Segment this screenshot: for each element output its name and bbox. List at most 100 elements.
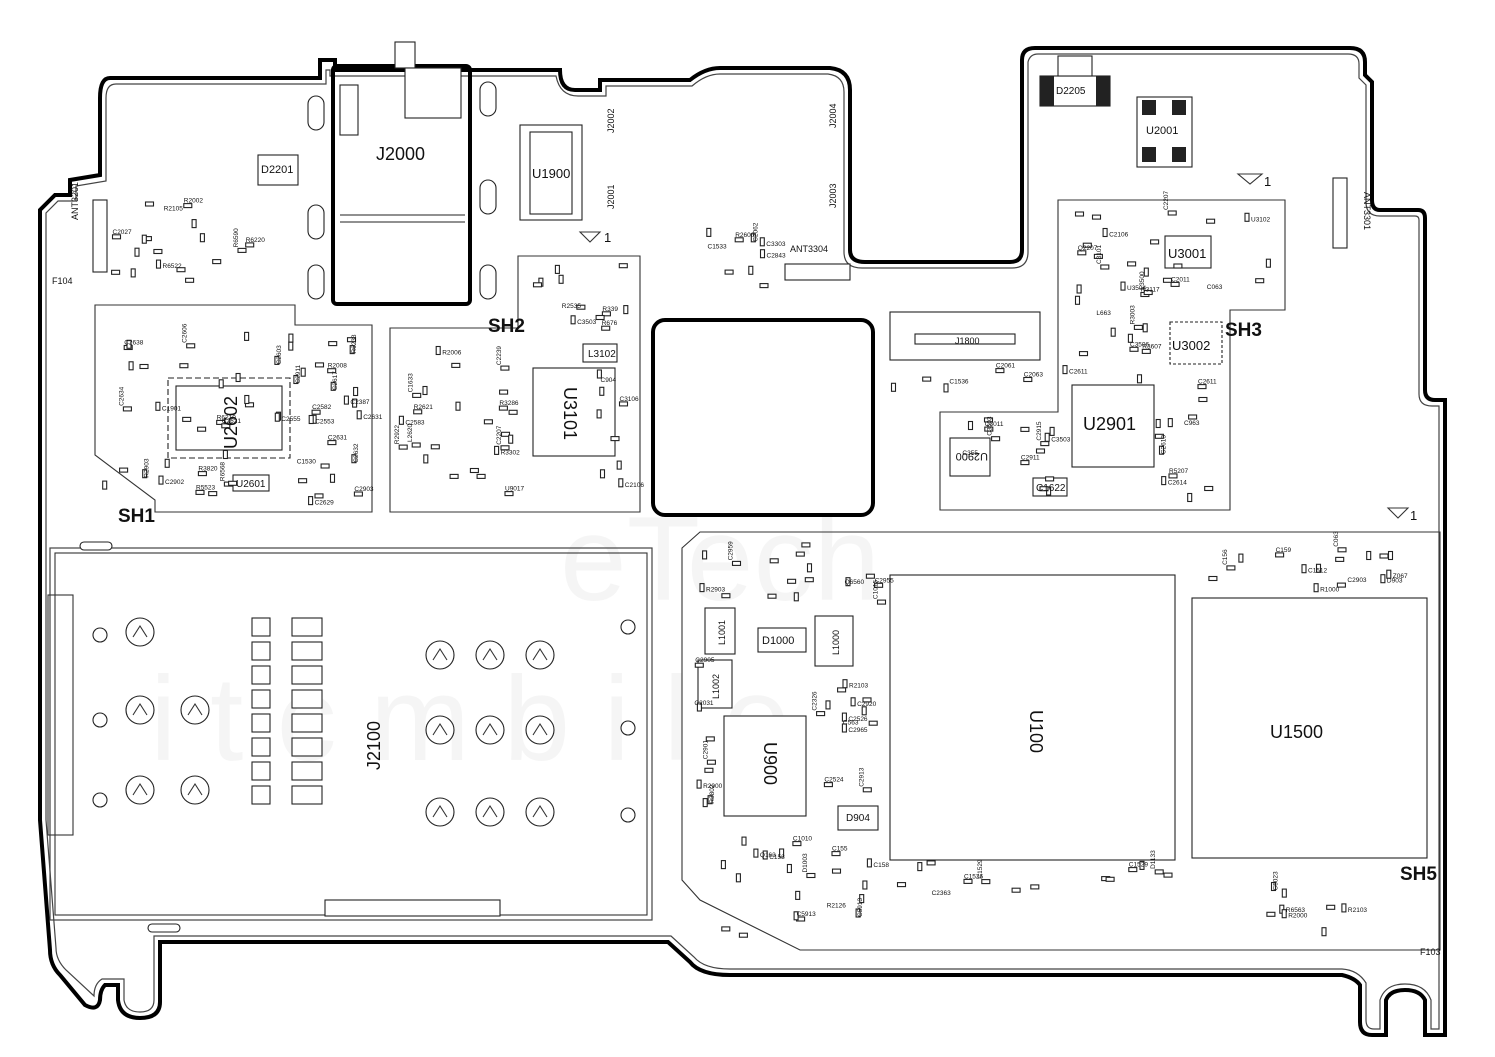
passive-part [1387,550,1394,561]
passive-part [1255,278,1265,284]
passive-part [859,894,865,904]
passive-part [866,858,872,868]
passive-part [865,573,875,579]
sim-holder-hole [620,720,636,736]
l1001-package [704,607,736,655]
passive-part [801,542,811,548]
passive-part [1226,565,1236,571]
passive-part [320,463,330,469]
ref-designator: R3003 [1129,305,1136,325]
label-d1000: D1000 [762,635,794,647]
passive-part [288,333,294,343]
passive-part [134,247,140,257]
passive-part [1204,485,1214,492]
label-u2901: U2901 [1083,414,1136,434]
ref-designator: C3011 [985,421,1004,428]
passive-part [616,460,622,470]
passive-part [862,880,868,890]
passive-part [707,795,713,805]
label-d904: D904 [846,813,870,824]
sim-contact-strip [251,689,271,709]
ref-designator: C158 [873,862,889,869]
passive-part [876,599,887,605]
passive-part [795,551,805,557]
passive-part [1102,227,1108,238]
passive-part [500,365,510,371]
ref-designator: R2000 [1288,913,1308,920]
passive-part [274,412,280,422]
passive-part [841,712,847,722]
ref-designator: R6210 [217,414,237,421]
passive-part [314,362,325,368]
j2000-connector [307,41,497,306]
passive-part [183,203,193,209]
j2100-sim-holder [47,541,653,933]
ref-designator: C1536 [949,378,969,385]
passive-part [483,419,493,425]
ref-designator: R2922 [394,425,401,445]
sim-contact-strip [251,737,271,757]
passive-part [1040,441,1050,447]
passive-part [1100,264,1110,270]
d2201-package [257,154,299,186]
passive-part [500,431,511,437]
ref-designator: R5523 [196,484,216,491]
center-shield-frame [651,318,875,517]
passive-part [293,374,299,385]
passive-part [868,720,878,726]
passive-part [1337,547,1347,553]
passive-part [983,417,994,423]
passive-part [298,478,308,484]
ref-designator: C1015 [873,580,880,600]
ref-designator: C3503 [1051,436,1071,443]
passive-part [1110,327,1116,337]
sim-contact-pad [425,797,455,827]
ref-designator: C1533 [708,244,728,251]
sim-contact-strip [291,689,323,709]
sim-contact-strip [251,713,271,733]
ref-designator: C2617 [332,371,339,391]
u2900-package [949,437,991,477]
passive-part [186,343,196,349]
ref-designator: C2920 [857,701,877,708]
passive-part [759,283,769,289]
sim-contact-pad [475,640,505,670]
label-u3002: U3002 [1172,338,1210,353]
passive-part [850,697,856,707]
passive-part [1078,351,1089,357]
l3102-package [582,343,618,363]
passive-part [610,436,620,442]
passive-part [1198,396,1208,403]
passive-part [1301,564,1307,574]
ref-designator: C2621 [222,418,242,425]
ref-designator: C2603 [276,345,283,365]
sim-contact-mark [187,702,203,716]
passive-part [731,560,742,566]
sim-contact-pad [425,715,455,745]
passive-part [1062,365,1068,375]
ref-designator: C2613 [1161,435,1168,455]
passive-part [1173,263,1183,269]
passive-part [351,454,357,464]
passive-part [922,376,932,382]
sim-contact-strip [291,713,323,733]
passive-part [128,361,134,371]
passive-part [435,345,441,356]
sim-contacts [92,617,636,827]
passive-part [179,363,189,369]
passive-part [1341,903,1347,913]
ref-designator: C2555 [281,416,301,423]
sim-contact-mark [482,804,498,818]
passive-part [1045,476,1055,482]
ref-designator: R2600 [735,232,755,239]
passive-part [762,850,768,860]
ref-designator: C2553 [315,419,335,426]
passive-part [1321,927,1327,937]
label-sh3: SH3 [1225,320,1262,341]
passive-part [787,578,797,584]
ref-designator: D903 [1387,578,1403,585]
passive-part [720,860,726,870]
small-component-field [102,201,1394,938]
sim-contact-pad [180,775,210,805]
component-labels: J2000 J2100 U100 U1500 U2602 U3101 U2901… [221,86,1323,824]
